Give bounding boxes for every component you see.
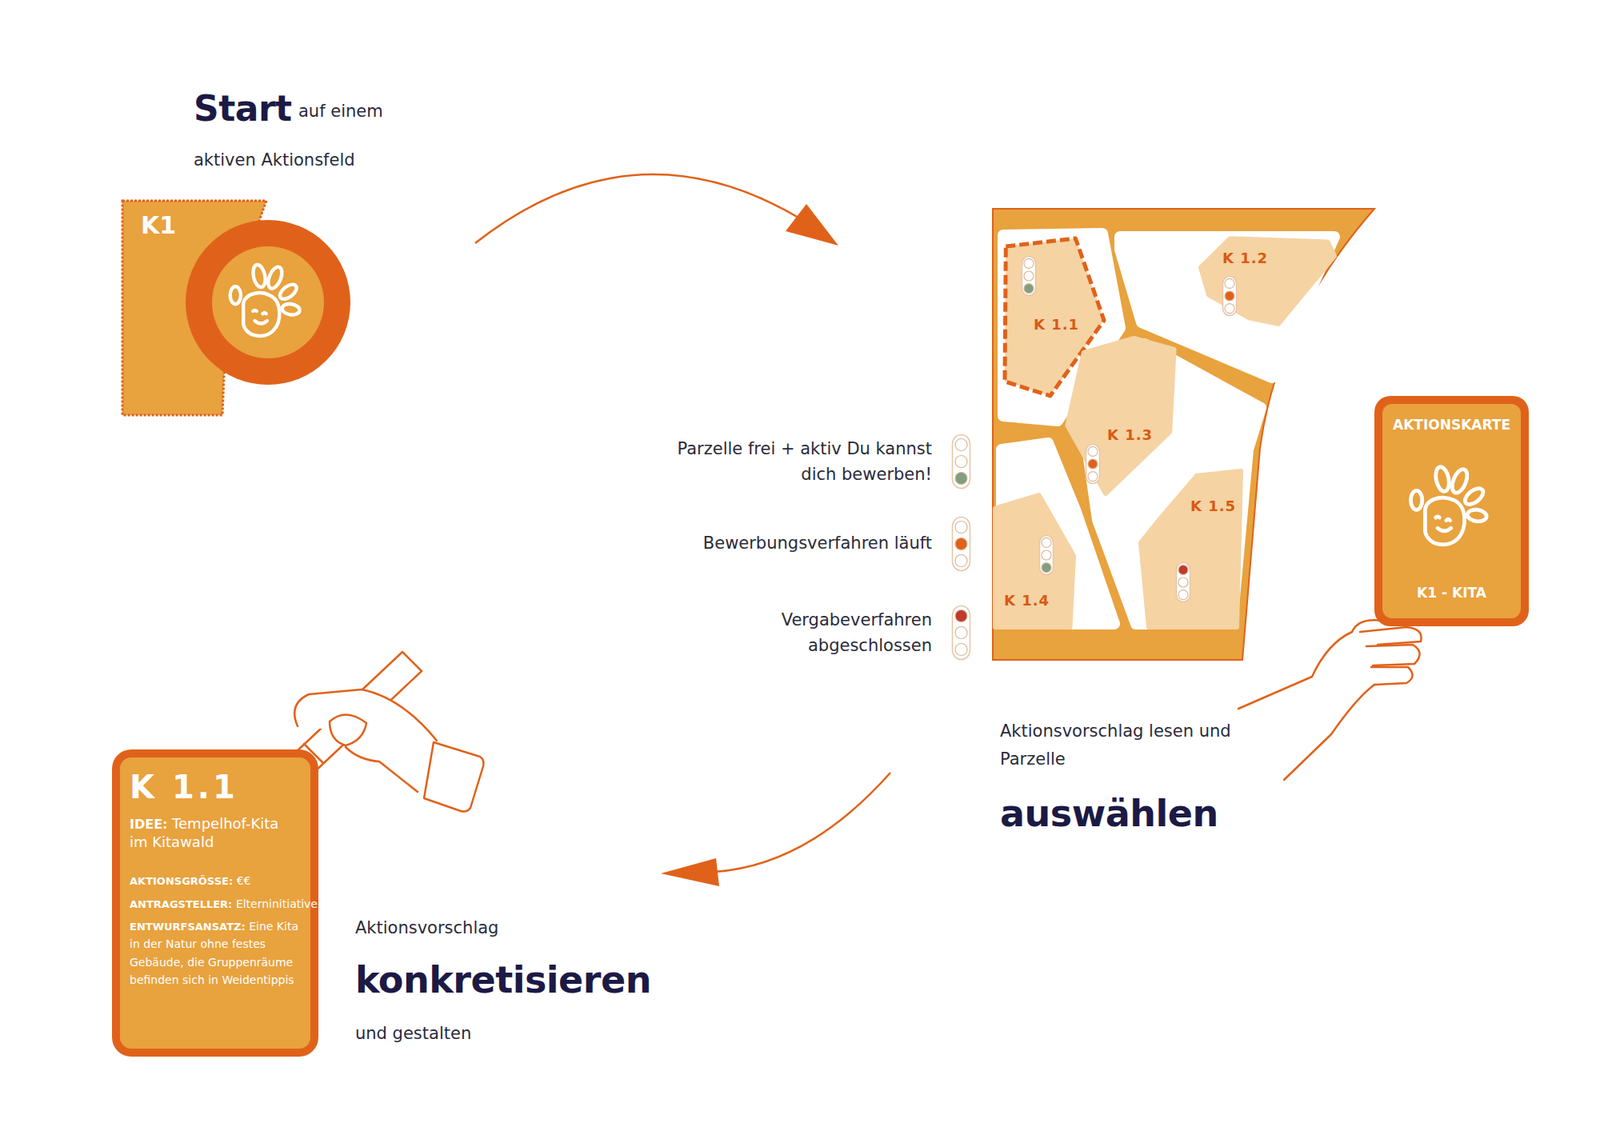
card-title: K1: [140, 211, 176, 240]
step-note: Aktionsvorschlag lesen und Parzelle: [1000, 717, 1264, 773]
parcel-label: K 1.4: [1004, 592, 1050, 609]
handprint-icon: [1404, 460, 1500, 556]
proposal-card: K 1.1IDEE:Tempelhof-Kita im KitawaldAKTI…: [112, 749, 319, 1057]
parcel-label: K 1.2: [1222, 249, 1268, 267]
traffic-light: [1221, 275, 1238, 317]
card-field: ENTWURFSANSATZ:Eine Kita in der Natur oh…: [129, 917, 301, 990]
arrow-head: [660, 858, 720, 887]
traffic-light: [1175, 561, 1192, 604]
parcel-label: K 1.3: [1107, 426, 1153, 444]
card-subtitle: K1 - KITA: [1382, 584, 1521, 601]
step-note: auf einem: [298, 101, 384, 121]
step-note: aktiven Aktionsfeld: [193, 150, 356, 170]
map-parcel: K 1.5: [1140, 471, 1241, 628]
field-key: ANTRAGSTELLER:: [129, 898, 232, 911]
card-heading: AKTIONSKARTE: [1382, 416, 1521, 433]
action-card-inner: AKTIONSKARTE K1 - KITA: [1382, 404, 1521, 619]
traffic-light: [1038, 534, 1055, 576]
map-parcel: K 1.2: [1200, 236, 1335, 325]
step-note: und gestalten: [355, 1024, 472, 1044]
traffic-light: [1084, 443, 1101, 485]
legend-swatch: [951, 516, 972, 572]
field-key: ENTWURFSANSATZ:: [129, 920, 246, 933]
legend-swatch: [951, 604, 972, 661]
parcel-shape: [1066, 336, 1176, 496]
map-parcel: K 1.3: [1066, 336, 1176, 496]
parcel-label: K 1.5: [1190, 497, 1236, 515]
step-heading: konkretisieren: [355, 958, 652, 1002]
field-value: €€: [236, 874, 252, 888]
flow-arrow: [475, 174, 799, 244]
map-field: [992, 208, 1375, 660]
action-card: AKTIONSKARTE K1 - KITA: [1374, 396, 1529, 627]
legend-text: Vergabeverfahren abgeschlossen: [676, 608, 932, 659]
step-heading: Start: [193, 88, 292, 129]
handprint-icon: [224, 258, 312, 347]
card-field: ANTRAGSTELLER:Elterninitiative: [129, 895, 301, 913]
field-key: AKTIONSGRÖSSE:: [129, 875, 233, 888]
parcel-shape: [1140, 471, 1241, 628]
arrow-head: [785, 204, 839, 246]
flow-arrow: [714, 772, 891, 872]
card-title: K 1.1: [129, 768, 301, 806]
parcel-label: K 1.1: [1033, 316, 1080, 333]
step-heading: auswählen: [1000, 792, 1219, 836]
field-key: IDEE:: [129, 816, 168, 832]
action-field-card: K1: [120, 198, 354, 418]
proposal-card-inner: K 1.1IDEE:Tempelhof-Kita im KitawaldAKTI…: [120, 757, 311, 1049]
legend-swatch: [951, 433, 972, 490]
legend-text: Bewerbungsverfahren läuft: [676, 531, 932, 557]
legend-text: Parzelle frei + aktiv Du kannst dich bew…: [676, 436, 932, 488]
hand-drawing: [1238, 620, 1422, 780]
card-field: IDEE:Tempelhof-Kita im Kitawald: [129, 815, 301, 852]
traffic-light: [1020, 255, 1037, 297]
step-note: Aktionsvorschlag: [355, 918, 499, 938]
field-value: Elterninitiative: [236, 897, 318, 911]
card-field: AKTIONSGRÖSSE:€€: [129, 872, 301, 890]
map-parcel: K 1.4: [995, 495, 1087, 628]
